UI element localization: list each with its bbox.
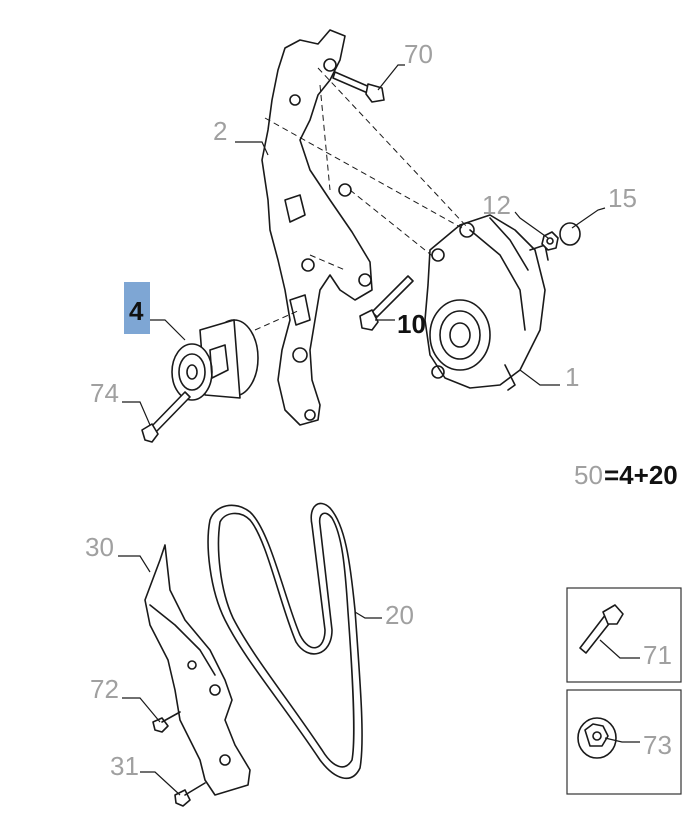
part-1-alternator[interactable] <box>424 214 549 391</box>
part-10-bolt[interactable] <box>359 275 414 331</box>
callout-50[interactable]: 50 <box>574 460 603 490</box>
part-74-bolt[interactable] <box>141 391 191 443</box>
callout-71[interactable]: 71 <box>643 640 672 670</box>
part-72-screw[interactable] <box>152 711 181 733</box>
callout-2[interactable]: 2 <box>213 116 227 146</box>
part-73-nut[interactable] <box>577 717 617 759</box>
callout-20[interactable]: 20 <box>385 600 414 630</box>
callout-15[interactable]: 15 <box>608 183 637 213</box>
callout-31[interactable]: 31 <box>110 751 139 781</box>
part-2-bracket[interactable] <box>261 29 373 426</box>
callout-1[interactable]: 1 <box>565 362 579 392</box>
callout-74[interactable]: 74 <box>90 378 119 408</box>
callout-72[interactable]: 72 <box>90 674 119 704</box>
leader-lines <box>118 64 640 796</box>
part-4-tensioner[interactable] <box>171 319 259 401</box>
callout-10[interactable]: 10 <box>397 309 426 339</box>
callout-4-highlight <box>124 282 150 334</box>
part-30-cover[interactable] <box>144 544 251 796</box>
part-20-belt[interactable] <box>207 502 363 780</box>
callout-73[interactable]: 73 <box>643 730 672 760</box>
part-15-cap[interactable] <box>559 222 581 246</box>
callout-50-composition: =4+20 <box>604 460 678 490</box>
callout-12[interactable]: 12 <box>482 190 511 220</box>
assembly-lines <box>254 67 469 331</box>
part-71-bolt[interactable] <box>579 604 624 654</box>
callout-70[interactable]: 70 <box>404 39 433 69</box>
callout-30[interactable]: 30 <box>85 532 114 562</box>
inset-71-frame <box>566 587 682 683</box>
part-70-bolt[interactable] <box>332 71 385 103</box>
callout-4[interactable]: 4 <box>129 296 144 326</box>
